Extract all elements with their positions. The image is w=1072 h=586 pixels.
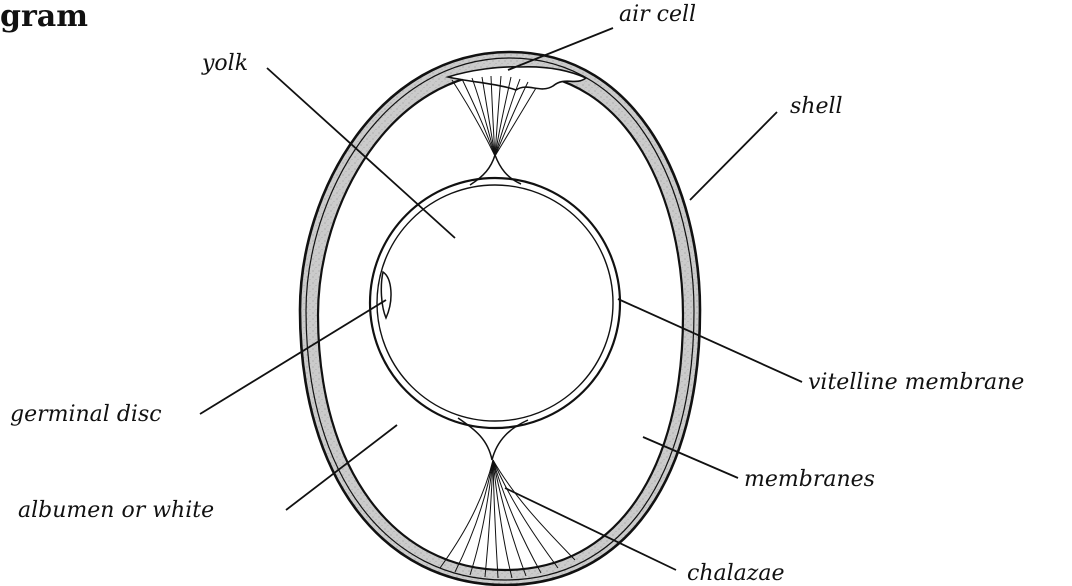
label-air-cell: air cell: [619, 4, 696, 26]
label-yolk: yolk: [202, 53, 248, 75]
label-membranes: membranes: [744, 469, 875, 491]
leader-vitelline-membrane: [618, 299, 802, 382]
label-chalazae: chalazae: [687, 563, 785, 585]
label-shell: shell: [790, 96, 843, 118]
leader-shell: [690, 112, 777, 200]
leader-germinal-disc: [200, 300, 386, 414]
lower-chalazae: [440, 460, 575, 578]
yolk: [370, 178, 620, 428]
label-vitelline-membrane: vitelline membrane: [808, 372, 1024, 394]
label-germinal-disc: germinal disc: [10, 404, 162, 426]
leader-albumen: [286, 425, 397, 510]
label-albumen: albumen or white: [18, 500, 214, 522]
